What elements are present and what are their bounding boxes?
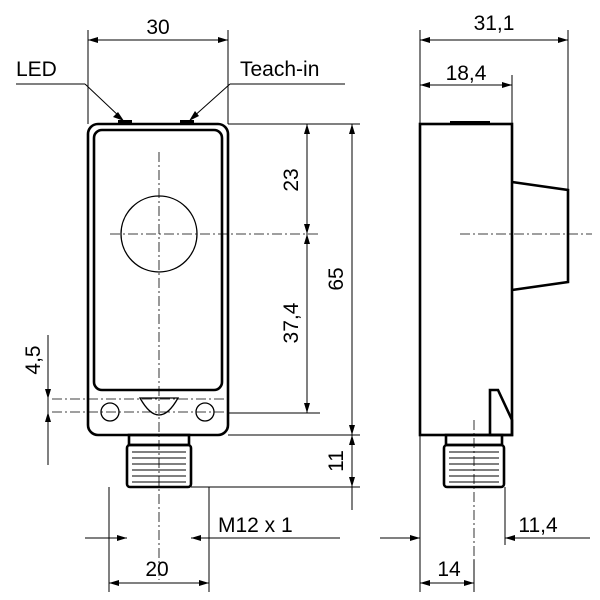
teach-in-window bbox=[180, 120, 194, 125]
led-window bbox=[118, 120, 132, 125]
dim-side-body-depth: 18,4 bbox=[446, 62, 487, 85]
front-sensing-face bbox=[92, 128, 224, 392]
front-view bbox=[52, 120, 320, 580]
dim-hole-offset: 4,5 bbox=[22, 345, 45, 374]
dim-height-lower: 37,4 bbox=[280, 302, 303, 343]
dim-connector-width: 20 bbox=[145, 558, 168, 581]
label-led: LED bbox=[16, 58, 57, 81]
side-dimensions: 31,1 18,4 11,4 14 bbox=[380, 12, 590, 592]
label-thread: M12 x 1 bbox=[218, 514, 293, 537]
side-view bbox=[418, 121, 592, 560]
dim-height-total: 65 bbox=[325, 267, 348, 290]
dim-connector-length: 11 bbox=[325, 450, 348, 472]
front-connector bbox=[125, 433, 193, 489]
side-housing-outline bbox=[418, 122, 514, 437]
front-dimensions: 30 LED Teach-in 23 37,4 65 11 bbox=[16, 16, 360, 592]
dim-side-total-depth: 31,1 bbox=[474, 12, 515, 35]
dim-side-connector-width: 14 bbox=[437, 558, 461, 581]
dim-height-upper: 23 bbox=[280, 168, 303, 191]
side-sensor-head bbox=[511, 180, 570, 292]
label-teach-in: Teach-in bbox=[240, 58, 319, 81]
front-housing-outline bbox=[86, 122, 230, 437]
dim-side-connector-offset: 11,4 bbox=[518, 514, 558, 537]
dim-front-width: 30 bbox=[146, 16, 169, 39]
